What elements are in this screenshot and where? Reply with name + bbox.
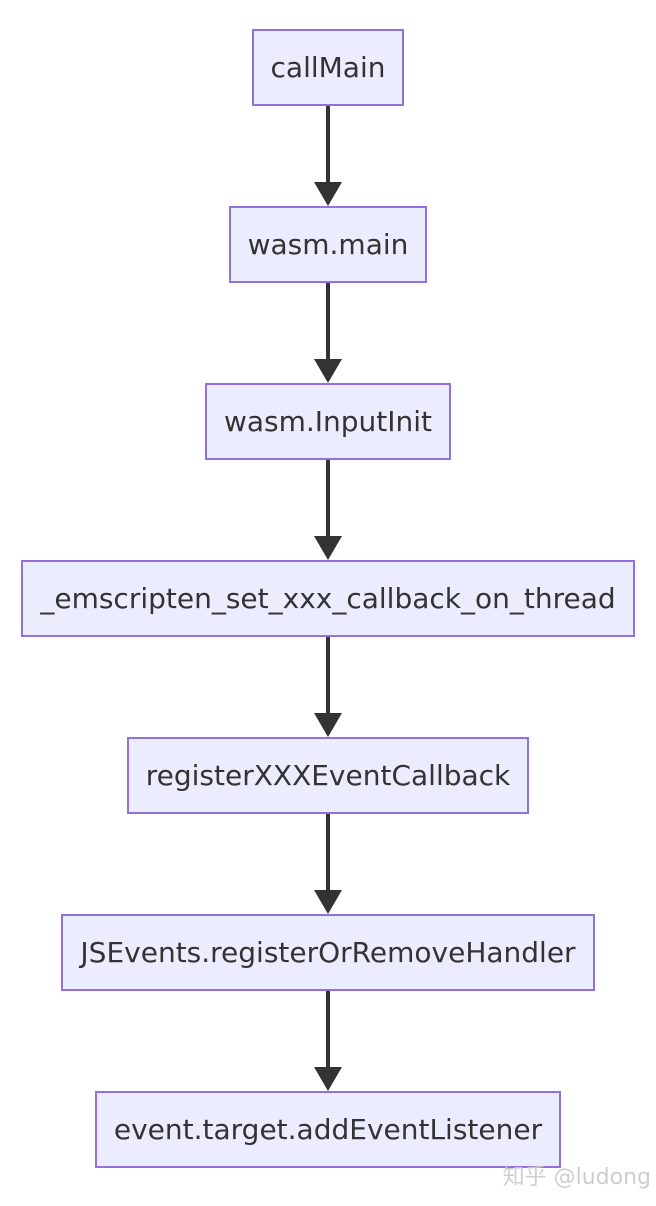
flow-node-callmain: callMain <box>251 29 405 106</box>
arrow-stem <box>326 637 330 713</box>
arrow-stem <box>326 283 330 359</box>
flow-node-registerxxxeventcallback: registerXXXEventCallback <box>126 737 530 814</box>
flow-node-jsevents-registerorremovehandler: JSEvents.registerOrRemoveHandler <box>61 914 595 991</box>
arrow-head-icon <box>314 713 342 737</box>
flow-node-event-target-addeventlistener: event.target.addEventListener <box>94 1091 562 1168</box>
arrow-stem <box>326 991 330 1067</box>
flow-node-emscripten-set-xxx-callback-on-thread: _emscripten_set_xxx_callback_on_thread <box>21 560 635 637</box>
flow-arrow <box>314 637 342 737</box>
watermark: 知乎 @ludong <box>502 1165 651 1190</box>
arrow-stem <box>326 106 330 182</box>
flow-arrow <box>314 283 342 383</box>
arrow-head-icon <box>314 182 342 206</box>
arrow-head-icon <box>314 890 342 914</box>
arrow-stem <box>326 814 330 890</box>
arrow-head-icon <box>314 359 342 383</box>
arrow-stem <box>326 460 330 536</box>
flow-arrow <box>314 991 342 1091</box>
flow-arrow <box>314 106 342 206</box>
flow-arrow <box>314 460 342 560</box>
flow-arrow <box>314 814 342 914</box>
flow-node-wasm-main: wasm.main <box>228 206 428 283</box>
arrow-head-icon <box>314 536 342 560</box>
flow-node-wasm-inputinit: wasm.InputInit <box>204 383 452 460</box>
arrow-head-icon <box>314 1067 342 1091</box>
